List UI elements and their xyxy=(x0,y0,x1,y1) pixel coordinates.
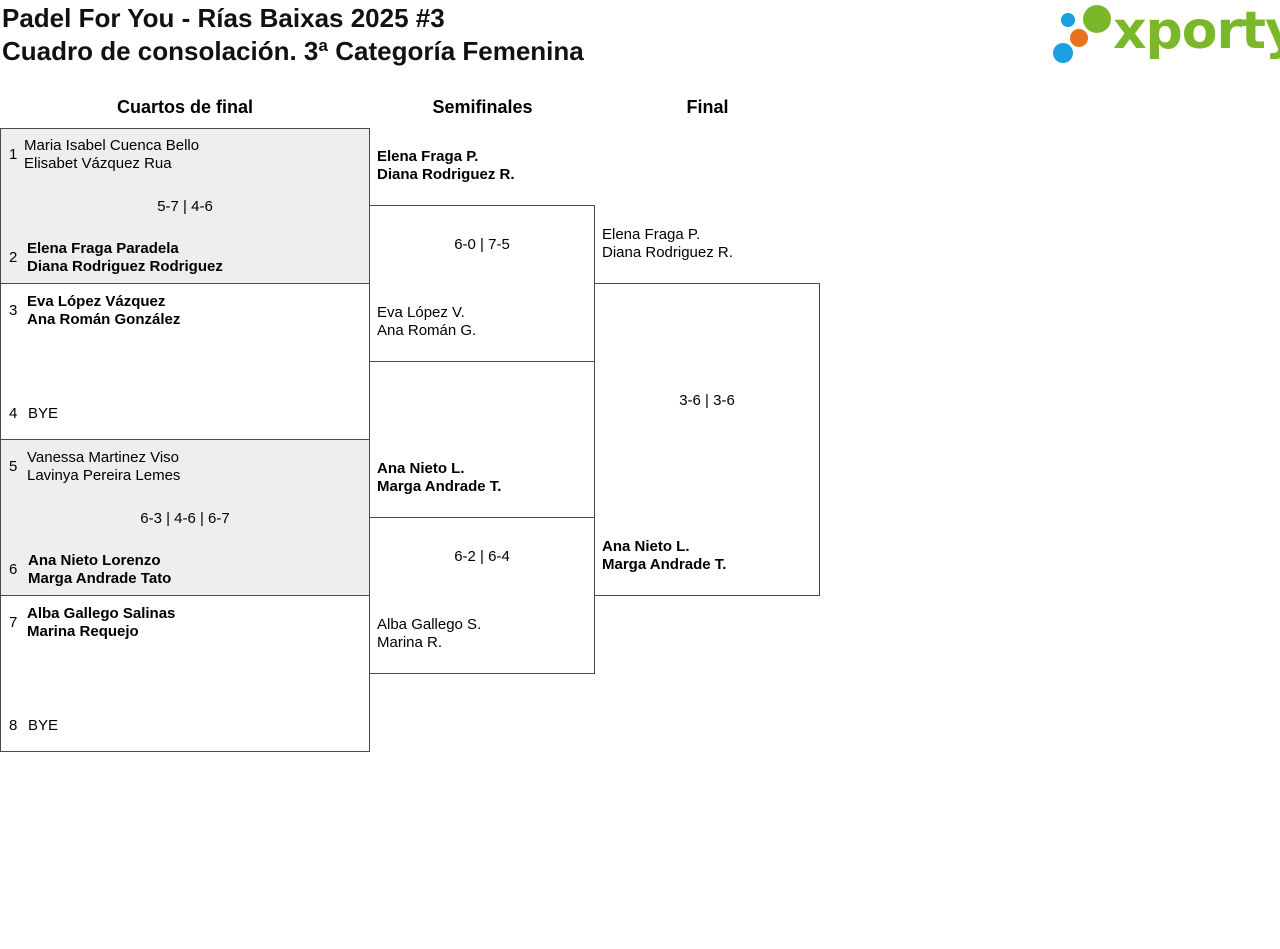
seed-number: 4 xyxy=(9,405,18,422)
bye-label: BYE xyxy=(28,717,59,734)
team-entry[interactable]: Maria Isabel Cuenca Bello Elisabet Vázqu… xyxy=(24,137,199,173)
player-name: Marga Andrade T. xyxy=(377,478,502,495)
round-header-final: Final xyxy=(686,97,729,117)
player-name: Eva López Vázquez xyxy=(27,293,166,310)
player-name: Diana Rodriguez Rodriguez xyxy=(27,258,223,275)
seed-number: 1 xyxy=(9,146,18,163)
logo-dots-icon xyxy=(1053,5,1111,63)
final-team[interactable]: Elena Fraga P. Diana Rodriguez R. xyxy=(602,226,733,262)
quarterfinal-match-3: 5 Vanessa Martinez Viso Lavinya Pereira … xyxy=(0,439,370,596)
seed-number: 7 xyxy=(9,614,18,631)
team-entry-winner[interactable]: Ana Nieto Lorenzo Marga Andrade Tato xyxy=(28,552,171,588)
player-name: Diana Rodriguez R. xyxy=(602,244,733,261)
round-header-quarterfinals: Cuartos de final xyxy=(116,97,254,117)
player-name: Elisabet Vázquez Rua xyxy=(24,155,172,172)
player-name: Ana Román G. xyxy=(377,322,477,339)
player-name: Eva López V. xyxy=(377,304,465,321)
semifinal-match-1: 6-0 | 7-5 Eva López V. Ana Román G. xyxy=(369,205,595,362)
player-name: Elena Fraga Paradela xyxy=(27,240,179,257)
player-name: Elena Fraga P. xyxy=(377,148,479,165)
player-name: Maria Isabel Cuenca Bello xyxy=(24,137,200,154)
player-name: Ana Nieto Lorenzo xyxy=(28,552,161,569)
player-name: Ana Nieto L. xyxy=(377,460,465,477)
semifinal-team-winner[interactable]: Elena Fraga P. Diana Rodriguez R. xyxy=(377,148,515,184)
seed-number: 3 xyxy=(9,302,18,319)
match-score: 6-2 | 6-4 xyxy=(454,548,510,565)
player-name: Marga Andrade T. xyxy=(602,556,727,573)
team-entry-bye: BYE xyxy=(28,717,58,735)
semifinal-team[interactable]: Alba Gallego S. Marina R. xyxy=(377,616,481,652)
bye-label: BYE xyxy=(28,405,59,422)
player-name: Lavinya Pereira Lemes xyxy=(27,467,181,484)
player-name: Marga Andrade Tato xyxy=(28,570,172,587)
page-subtitle: Cuadro de consolación. 3ª Categoría Feme… xyxy=(2,36,584,66)
final-match: 3-6 | 3-6 Ana Nieto L. Marga Andrade T. xyxy=(594,283,820,596)
xporty-logo[interactable]: xporty xyxy=(1050,1,1280,67)
team-entry-winner[interactable]: Alba Gallego Salinas Marina Requejo xyxy=(27,605,175,641)
team-entry-winner[interactable]: Eva López Vázquez Ana Román González xyxy=(27,293,180,329)
player-name: Marina R. xyxy=(377,634,443,651)
seed-number: 2 xyxy=(9,249,18,266)
quarterfinal-match-4: 7 Alba Gallego Salinas Marina Requejo 8 … xyxy=(0,595,370,752)
player-name: Diana Rodriguez R. xyxy=(377,166,515,183)
final-team-winner[interactable]: Ana Nieto L. Marga Andrade T. xyxy=(602,538,726,574)
team-entry-winner[interactable]: Elena Fraga Paradela Diana Rodriguez Rod… xyxy=(27,240,223,276)
player-name: Ana Nieto L. xyxy=(602,538,690,555)
player-name: Elena Fraga P. xyxy=(602,226,701,243)
player-name: Marina Requejo xyxy=(27,623,139,640)
team-entry-bye: BYE xyxy=(28,405,58,423)
semifinal-match-2: 6-2 | 6-4 Alba Gallego S. Marina R. xyxy=(369,517,595,674)
round-header-semifinals: Semifinales xyxy=(432,97,533,117)
player-name: Alba Gallego Salinas xyxy=(27,605,176,622)
seed-number: 8 xyxy=(9,717,18,734)
match-score: 6-3 | 4-6 | 6-7 xyxy=(140,510,230,527)
team-entry[interactable]: Vanessa Martinez Viso Lavinya Pereira Le… xyxy=(27,449,180,485)
semifinal-team[interactable]: Eva López V. Ana Román G. xyxy=(377,304,476,340)
logo-wordmark: xporty xyxy=(1113,1,1280,61)
player-name: Vanessa Martinez Viso xyxy=(27,449,180,466)
player-name: Ana Román González xyxy=(27,311,181,328)
quarterfinal-match-2: 3 Eva López Vázquez Ana Román González 4… xyxy=(0,283,370,440)
player-name: Alba Gallego S. xyxy=(377,616,482,633)
seed-number: 6 xyxy=(9,561,18,578)
match-score: 3-6 | 3-6 xyxy=(679,392,735,409)
match-score: 6-0 | 7-5 xyxy=(454,236,510,253)
match-score: 5-7 | 4-6 xyxy=(157,198,213,215)
semifinal-team-winner[interactable]: Ana Nieto L. Marga Andrade T. xyxy=(377,460,501,496)
seed-number: 5 xyxy=(9,458,18,475)
page-title: Padel For You - Rías Baixas 2025 #3 xyxy=(2,3,445,33)
quarterfinal-match-1: 1 Maria Isabel Cuenca Bello Elisabet Váz… xyxy=(0,128,370,284)
